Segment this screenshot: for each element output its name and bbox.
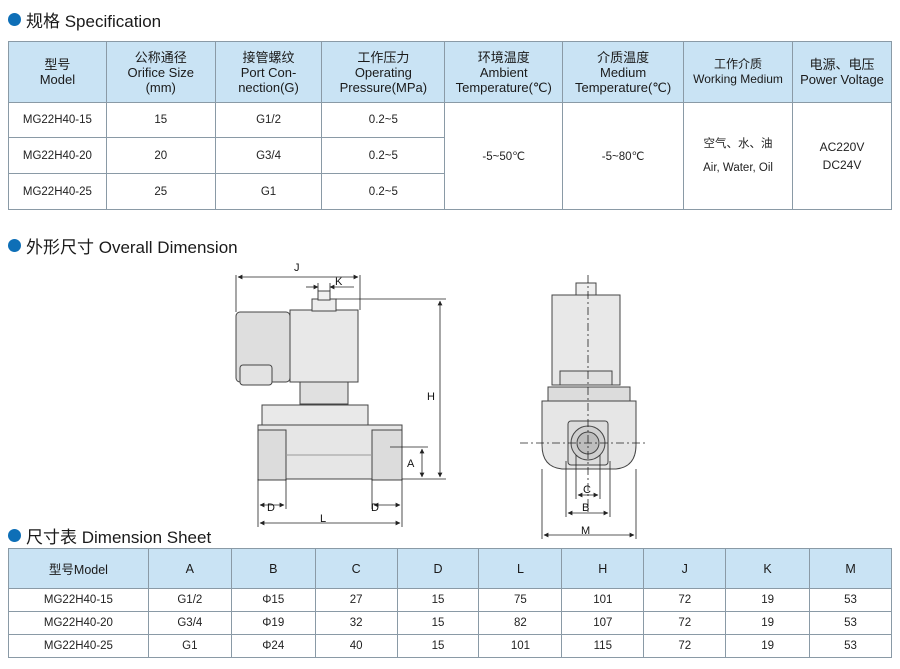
side-view-valve <box>235 290 403 481</box>
cell-port: G1/2 <box>214 102 323 138</box>
dims-cell: G3/4 <box>147 611 232 635</box>
label-b: B <box>582 502 589 514</box>
side-view-dimensions <box>235 274 446 527</box>
cell-model: MG22H40-25 <box>8 173 107 210</box>
bullet-icon <box>8 529 21 542</box>
spec-section-title: 规格 Specification <box>8 7 161 32</box>
dim-title-text: 外形尺寸 Overall Dimension <box>26 238 238 257</box>
dims-cell: 27 <box>314 588 398 612</box>
dimension-sheet-table: 型号Model A B C D L H J K M MG22H40-15 G1/… <box>8 548 892 658</box>
bullet-icon <box>8 13 21 26</box>
dims-cell: 115 <box>561 634 645 658</box>
dims-cell: 101 <box>478 634 563 658</box>
spec-row: MG22H40-15 15 G1/2 0.2~5 -5~50℃ -5~80℃ 空… <box>8 102 892 210</box>
dims-cell: Φ19 <box>230 611 316 635</box>
dims-header-j: J <box>643 548 727 589</box>
label-k: K <box>335 276 343 288</box>
cell-pressure: 0.2~5 <box>321 173 446 210</box>
dims-header-c: C <box>314 548 398 589</box>
dims-cell: 101 <box>561 588 645 612</box>
dimension-drawing: J K H A D D L C B M <box>235 262 648 539</box>
dims-cell: 53 <box>809 588 892 612</box>
label-h: H <box>427 391 435 403</box>
label-l: L <box>320 513 326 525</box>
dims-header-m: M <box>809 548 892 589</box>
cell-pressure: 0.2~5 <box>321 102 446 138</box>
dim-section-title: 外形尺寸 Overall Dimension <box>8 233 238 258</box>
dims-cell: 72 <box>643 611 727 635</box>
dims-cell: 19 <box>725 634 811 658</box>
dims-cell: MG22H40-15 <box>8 588 149 612</box>
dims-cell: 72 <box>643 634 727 658</box>
dims-header-row: 型号Model A B C D L H J K M <box>8 548 892 589</box>
dims-cell: 19 <box>725 611 811 635</box>
cell-model: MG22H40-20 <box>8 137 107 174</box>
dims-header-l: L <box>478 548 563 589</box>
cell-orifice: 25 <box>105 173 216 210</box>
dims-header-a: A <box>147 548 232 589</box>
dims-cell: 107 <box>561 611 645 635</box>
dims-row: MG22H40-15 G1/2 Φ15 27 15 75 101 72 19 5… <box>8 588 892 612</box>
spec-title-text: 规格 Specification <box>26 12 162 31</box>
dims-cell: 19 <box>725 588 811 612</box>
cell-port: G3/4 <box>214 137 323 174</box>
dims-row: MG22H40-20 G3/4 Φ19 32 15 82 107 72 19 5… <box>8 611 892 635</box>
bullet-icon <box>8 239 21 252</box>
cell-orifice: 20 <box>105 137 216 174</box>
cell-model: MG22H40-15 <box>8 102 107 138</box>
spec-row: MG22H40-25 25 G1 0.2~5 <box>8 173 892 210</box>
label-j: J <box>294 262 300 274</box>
dims-cell: 15 <box>396 611 480 635</box>
label-d-left: D <box>267 502 275 514</box>
dims-cell: G1 <box>147 634 232 658</box>
front-view-dimensions <box>520 275 648 539</box>
dims-cell: MG22H40-20 <box>8 611 149 635</box>
dims-cell: 75 <box>478 588 563 612</box>
dims-cell: Φ24 <box>230 634 316 658</box>
cell-port: G1 <box>214 173 323 210</box>
cell-medium-temp: -5~80℃ <box>562 102 685 210</box>
dims-cell: MG22H40-25 <box>8 634 149 658</box>
sheet-section-title: 尺寸表 Dimension Sheet <box>8 523 211 548</box>
dims-cell: 82 <box>478 611 563 635</box>
dims-cell: 53 <box>809 634 892 658</box>
dims-cell: 15 <box>396 588 480 612</box>
label-m: M <box>581 525 590 537</box>
dims-header-d: D <box>396 548 480 589</box>
cell-orifice: 15 <box>105 102 216 138</box>
dims-cell: Φ15 <box>230 588 316 612</box>
dims-header-model: 型号Model <box>8 548 149 589</box>
label-d-right: D <box>371 502 379 514</box>
dims-cell: 40 <box>314 634 398 658</box>
front-view-valve <box>541 282 637 470</box>
dims-header-b: B <box>230 548 316 589</box>
label-a: A <box>407 458 415 470</box>
spec-row: MG22H40-20 20 G3/4 0.2~5 <box>8 137 892 174</box>
dims-row: MG22H40-25 G1 Φ24 40 15 101 115 72 19 53 <box>8 634 892 658</box>
cell-ambient: -5~50℃ <box>444 102 564 210</box>
dims-cell: 72 <box>643 588 727 612</box>
sheet-title-text: 尺寸表 Dimension Sheet <box>26 528 212 547</box>
cell-pressure: 0.2~5 <box>321 137 446 174</box>
label-c: C <box>583 484 591 496</box>
dims-header-h: H <box>561 548 645 589</box>
dims-cell: G1/2 <box>147 588 232 612</box>
dims-cell: 53 <box>809 611 892 635</box>
dims-header-k: K <box>725 548 811 589</box>
dims-cell: 15 <box>396 634 480 658</box>
dims-cell: 32 <box>314 611 398 635</box>
